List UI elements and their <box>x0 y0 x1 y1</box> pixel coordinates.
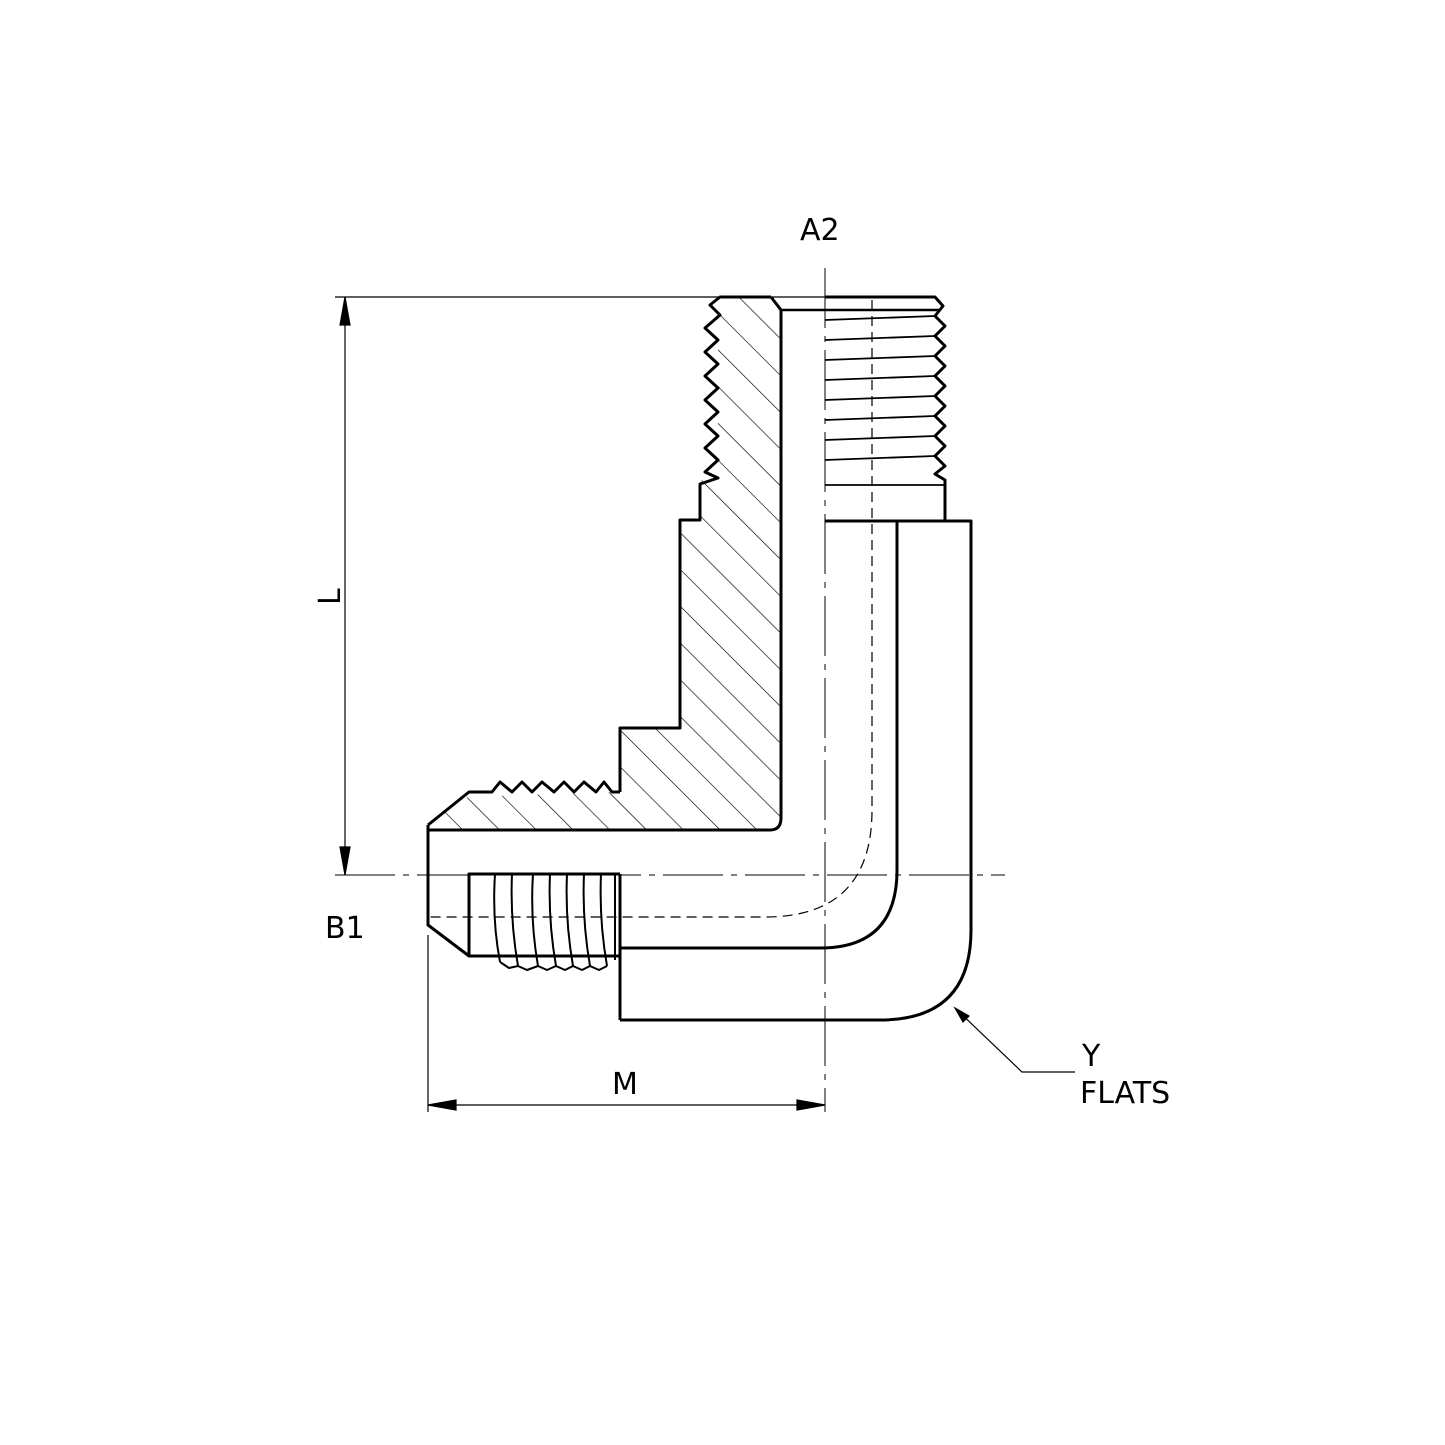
label-y: Y <box>1081 1039 1101 1074</box>
flare-nose <box>426 825 620 958</box>
dimensions <box>335 296 1075 1112</box>
hatched-section <box>428 297 781 830</box>
label-a2: A2 <box>800 213 840 248</box>
male-thread-profile-left <box>427 780 620 827</box>
fitting-outline <box>426 295 973 1022</box>
label-flats: FLATS <box>1080 1076 1170 1111</box>
flats-leader <box>954 1007 1075 1073</box>
male-thread-profile-top <box>618 295 771 792</box>
label-b1: B1 <box>325 911 365 946</box>
outer-elbow <box>620 519 973 1022</box>
jic-thread-lines <box>493 873 616 971</box>
inner-elbow <box>620 521 899 950</box>
bore-outline <box>428 296 783 832</box>
centerlines <box>335 268 1005 1112</box>
hidden-bore-line <box>428 300 873 918</box>
npt-thread-right <box>825 295 947 521</box>
label-l: L <box>313 588 348 605</box>
label-m: M <box>612 1067 638 1102</box>
